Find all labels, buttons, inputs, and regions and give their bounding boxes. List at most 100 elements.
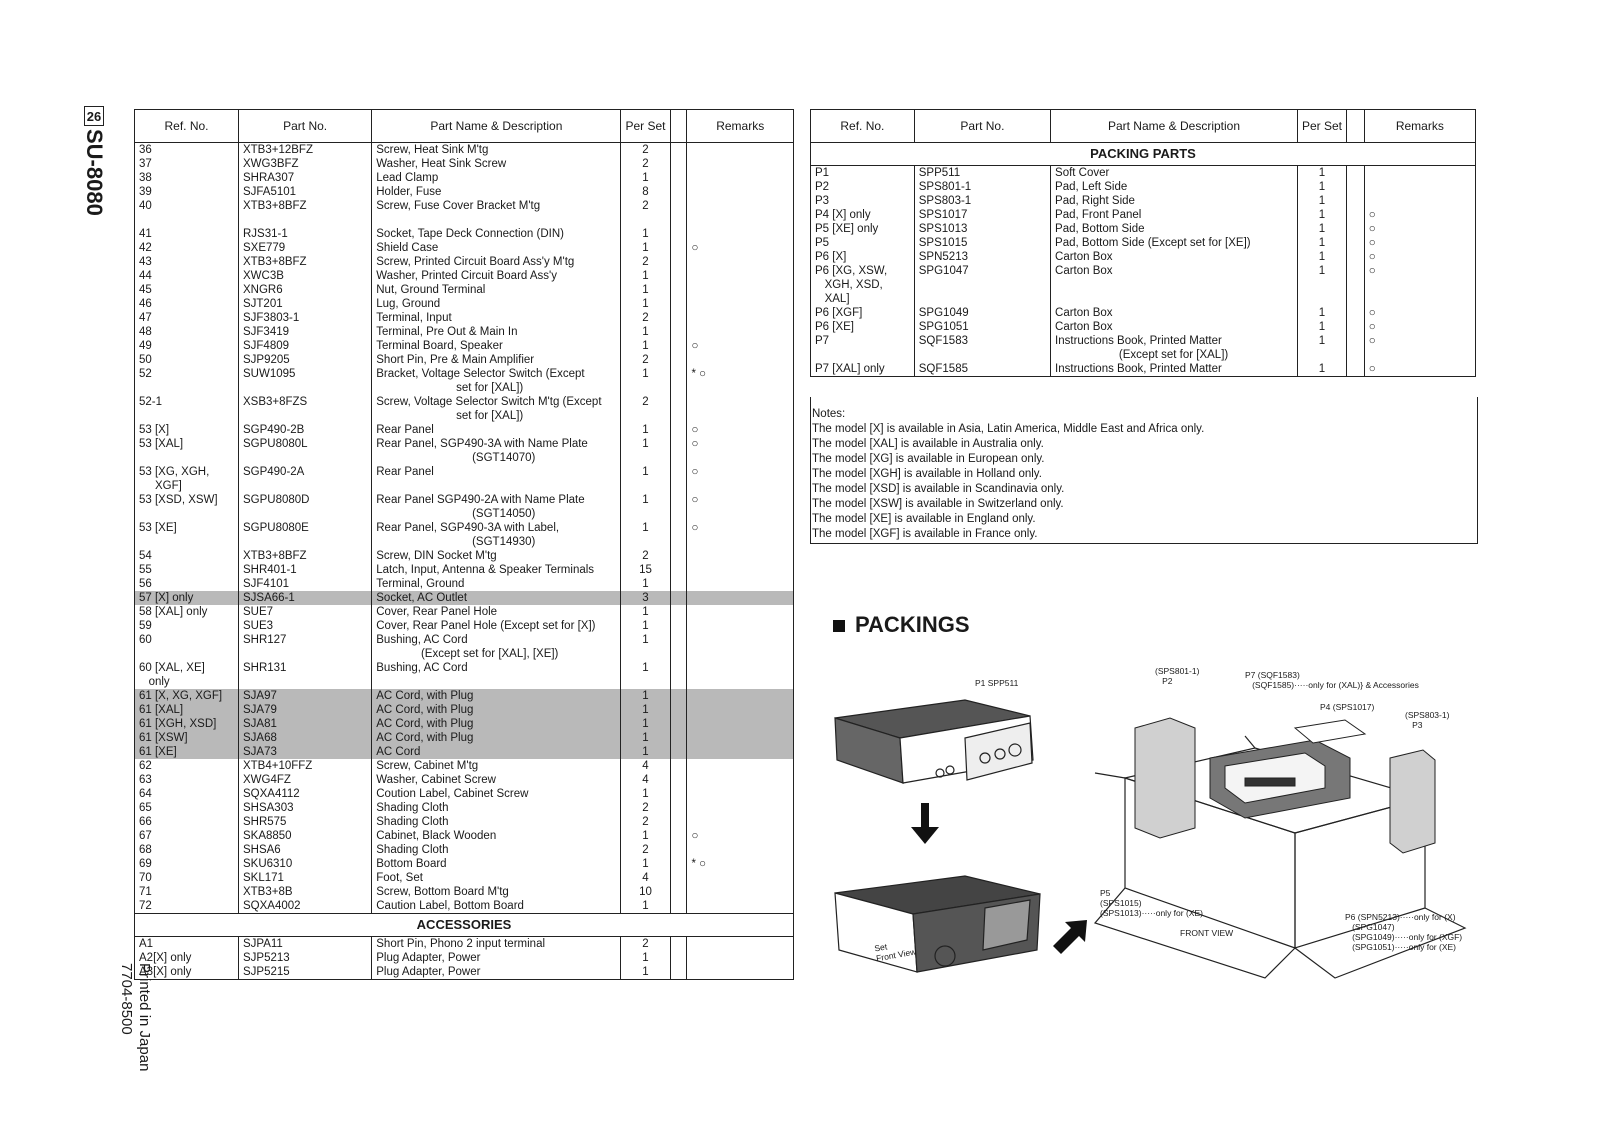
per-set-cell: 1 [1296, 264, 1347, 306]
ref-cell: 72 [139, 900, 152, 912]
remarks-cell [686, 717, 794, 731]
ref-cell: 41 [139, 228, 152, 240]
col-gap [669, 109, 687, 143]
ref-cell: 61 [XSW] [134, 731, 239, 745]
description-cell: Rear Panel [371, 465, 621, 493]
ref-cell: 53 [X] [139, 424, 170, 436]
part-no-cell: XWG4FZ [237, 773, 372, 787]
gap-cell [669, 773, 687, 787]
gap-cell [669, 787, 687, 801]
part-no-cell: SGPU8080D [237, 493, 372, 521]
gap-cell [669, 936, 687, 951]
part-no-cell: SHR575 [237, 815, 372, 829]
gap-cell [669, 843, 687, 857]
description-cell: Foot, Set [371, 871, 621, 885]
ref-cell: P4 [X] only [815, 209, 871, 221]
remarks-cell [686, 787, 794, 801]
per-set-cell: 8 [620, 185, 670, 199]
remarks-cell: ○ [1363, 222, 1476, 236]
per-set-cell: 1 [620, 493, 670, 521]
description-cell: AC Cord, with Plug [371, 717, 621, 731]
per-set-cell: 1 [620, 857, 670, 871]
per-set-cell: 1 [620, 731, 670, 745]
gap-cell [669, 157, 687, 171]
gap-cell [669, 951, 687, 965]
description-cell: Cabinet, Black Wooden [371, 829, 621, 843]
part-no-cell: SKL171 [237, 871, 372, 885]
remarks-cell: ○ [1363, 362, 1476, 377]
arrow-down-icon [911, 803, 939, 844]
ref-cell: 36 [139, 144, 152, 156]
part-no-cell: SQF1583 [913, 334, 1051, 362]
description-cell: Carton Box [1050, 250, 1298, 264]
ref-cell: 53 [XE] [139, 522, 177, 534]
gap-cell [1345, 334, 1365, 362]
remarks-cell [686, 185, 794, 199]
part-no-cell: SUE7 [237, 605, 372, 619]
part-no-cell: SPS1017 [913, 208, 1051, 222]
part-no-cell: SJF4809 [237, 339, 372, 353]
per-set-cell: 1 [1296, 165, 1347, 180]
note-line: The model [XE] is available in England o… [812, 513, 1036, 525]
part-no-cell: XTB3+12BFZ [237, 142, 372, 157]
gap-cell [669, 437, 687, 465]
description-cell: Pad, Right Side [1050, 194, 1298, 208]
gap-cell [669, 213, 687, 227]
per-set-cell: 2 [620, 255, 670, 269]
gap-cell [669, 591, 687, 605]
ref-cell: 69 [139, 858, 152, 870]
part-no-cell: SUW1095 [237, 367, 372, 395]
remarks-cell: ○ [1363, 334, 1476, 362]
per-set-cell: 1 [620, 899, 670, 914]
remarks-cell: * ○ [686, 367, 794, 395]
part-no-cell: XTB3+8BFZ [237, 199, 372, 213]
packing-table-header: Ref. No. Part No. Part Name & Descriptio… [810, 109, 1476, 143]
col-gap [1345, 109, 1365, 143]
per-set-cell: 1 [620, 605, 670, 619]
ref-cell: P6 [XE] [815, 321, 854, 333]
gap-cell [1345, 264, 1365, 306]
remarks-cell [686, 965, 794, 980]
description-cell: Bushing, AC Cord (Except set for [XAL], … [371, 633, 621, 661]
remarks-cell [1363, 180, 1476, 194]
packing-parts-title: PACKING PARTS [810, 142, 1476, 166]
packing-drawing [834, 699, 1467, 979]
description-cell: Terminal, Input [371, 311, 621, 325]
col-ref: Ref. No. [810, 109, 915, 143]
ref-cell: 52 [139, 368, 152, 380]
per-set-cell: 1 [620, 577, 670, 591]
parts-table: Ref. No. Part No. Part Name & Descriptio… [134, 109, 794, 980]
ref-cell: 61 [XAL] [134, 703, 239, 717]
part-no-cell: RJS31-1 [237, 227, 372, 241]
ref-cell: 52-1 [139, 396, 163, 408]
col-remarks: Remarks [686, 109, 794, 143]
gap-cell [669, 619, 687, 633]
ref-cell: 53 [XG, XGH, XGF] [139, 466, 210, 492]
part-no-cell: SXE779 [237, 241, 372, 255]
per-set-cell: 1 [620, 423, 670, 437]
per-set-cell: 2 [620, 936, 670, 951]
description-cell: Shield Case [371, 241, 621, 255]
ref-cell: 67 [139, 830, 152, 842]
col-remarks: Remarks [1363, 109, 1476, 143]
part-no-cell: SJA81 [237, 717, 372, 731]
remarks-cell: * ○ [686, 857, 794, 871]
ref-cell: 43 [139, 256, 152, 268]
ref-cell: 68 [139, 844, 152, 856]
ref-cell: 55 [139, 564, 152, 576]
